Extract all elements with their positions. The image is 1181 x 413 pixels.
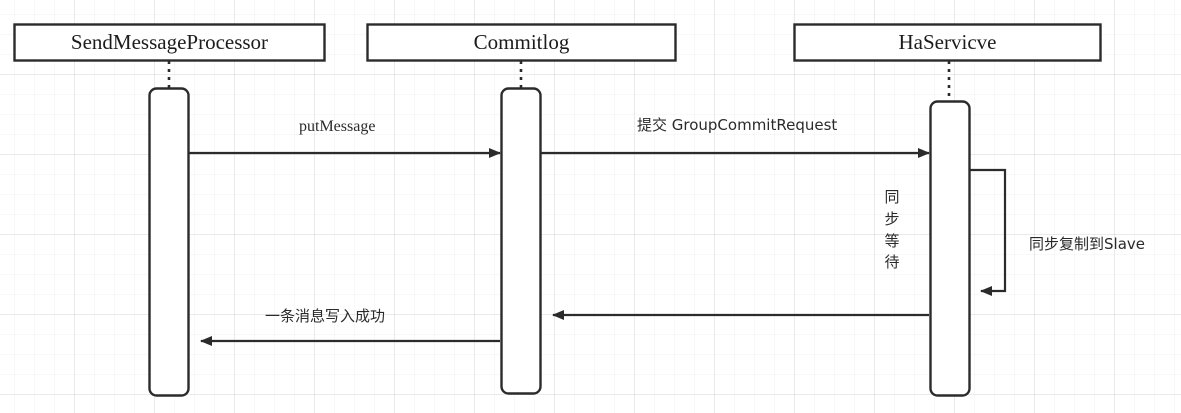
participant-box-commitlog[interactable] [366, 23, 677, 62]
state-note-sync-wait: 同 步 等 待 [883, 187, 901, 274]
state-note-char-3: 等 [884, 231, 900, 250]
message-label-message-write-success: 一条消息写入成功 [265, 307, 386, 325]
activation-bar-sendmessageprocessor[interactable] [148, 87, 190, 397]
activation-bar-haservicve[interactable] [929, 100, 971, 397]
participant-box-haservicve[interactable] [793, 23, 1102, 62]
state-note-char-1: 同 [884, 188, 900, 206]
message-label-put-message: putMessage [299, 118, 376, 135]
participant-label-haservicve: HaServicve [898, 30, 997, 54]
participant-label-commitlog: Commitlog [473, 30, 570, 54]
state-note-char-2: 步 [884, 209, 900, 228]
state-note-char-4: 待 [884, 253, 900, 272]
participant-label-sendmessageprocessor: SendMessageProcessor [70, 30, 269, 54]
activation-bar-commitlog[interactable] [500, 87, 542, 395]
message-label-sync-replicate-to-slave: 同步复制到Slave [1029, 235, 1145, 253]
message-label-submit-group-commit-request: 提交 GroupCommitRequest [637, 116, 838, 134]
participant-box-sendmessageprocessor[interactable] [13, 23, 326, 62]
message-arrow-sync-replicate-to-slave[interactable] [969, 168, 1007, 296]
